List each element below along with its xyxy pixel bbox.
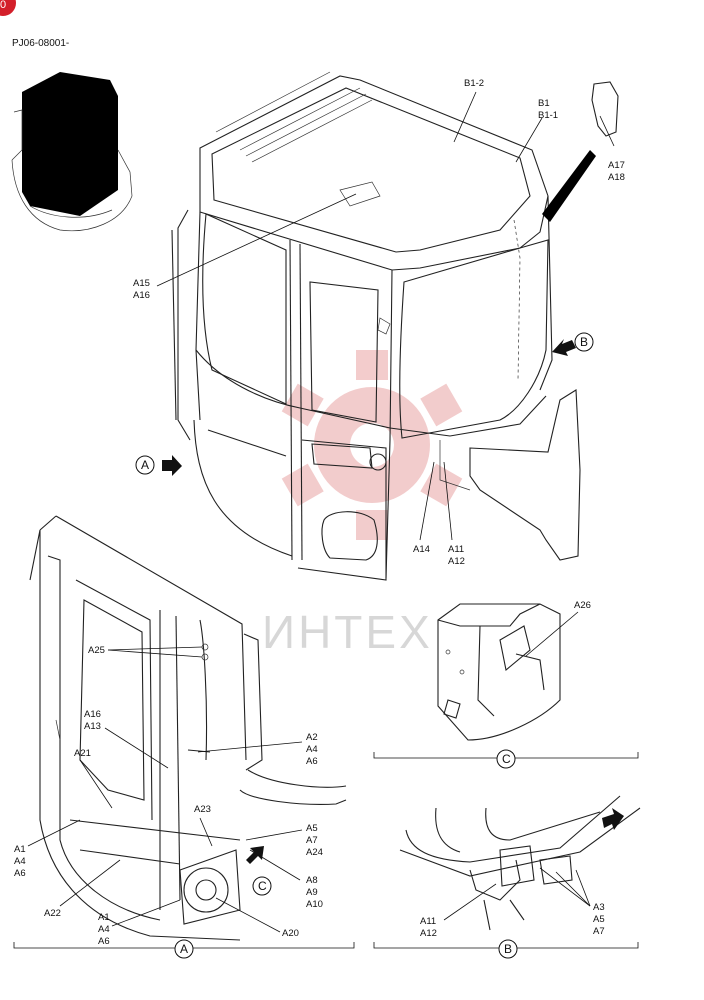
callout-a2: A2	[306, 732, 318, 743]
callout-a10: A10	[306, 899, 323, 910]
callout-a4-left: A4	[14, 856, 26, 867]
callout-a6-bottom: A6	[98, 936, 110, 947]
callout-a7-view-b: A7	[593, 926, 605, 937]
corner-badge-text: 0	[0, 0, 6, 11]
main-cab-drawing	[171, 71, 619, 581]
callout-a21: A21	[74, 748, 91, 759]
callout-a3: A3	[593, 902, 605, 913]
callout-a25: A25	[88, 645, 105, 656]
view-arrow-a-letter: A	[141, 458, 149, 472]
callout-a4-bottom: A4	[98, 924, 110, 935]
callout-a11-top: A11	[448, 544, 464, 555]
callout-a6-left: A6	[14, 868, 26, 879]
callout-a11-view-b: A11	[420, 916, 436, 927]
view-arrow-b: B	[552, 332, 594, 356]
callout-a4-right: A4	[306, 744, 318, 755]
watermark-text: ИНТЕХ	[262, 606, 433, 658]
drawing-code: PJ06-08001-	[12, 38, 69, 49]
view-c-drawing	[437, 603, 561, 741]
callout-a20: A20	[282, 928, 299, 939]
view-b-title: B	[373, 939, 639, 959]
callout-a5-view-b: A5	[593, 914, 605, 925]
corner-badge: 0	[0, 0, 16, 16]
callout-a15: A15	[133, 278, 150, 289]
callout-a8: A8	[306, 875, 318, 886]
callout-a12-top: A12	[448, 556, 465, 567]
view-b-letter: B	[504, 942, 512, 956]
callout-a22: A22	[44, 908, 61, 919]
callout-a9: A9	[306, 887, 318, 898]
callout-a14: A14	[413, 544, 430, 555]
callout-a24: A24	[306, 847, 323, 858]
view-b-drawing	[399, 795, 641, 931]
callout-a6-right: A6	[306, 756, 318, 767]
callout-a13: A13	[84, 721, 101, 732]
view-a-drawing	[29, 515, 347, 941]
callout-a1-left: A1	[14, 844, 26, 855]
callout-b1-1: B1-1	[538, 110, 558, 121]
main-leaders	[156, 91, 615, 541]
callout-a26: A26	[574, 600, 591, 611]
view-arrow-c-letter: C	[258, 879, 267, 893]
callout-a7-view-a: A7	[306, 835, 318, 846]
callout-a12-view-b: A12	[420, 928, 437, 939]
leader-a26	[525, 611, 579, 657]
view-arrow-b-letter: B	[580, 335, 588, 349]
callout-a1-bottom: A1	[98, 912, 110, 923]
callout-a16-top: A16	[133, 290, 150, 301]
view-arrow-c: C	[246, 846, 272, 896]
callout-a17: A17	[608, 160, 625, 171]
view-a-title: A	[13, 939, 355, 959]
callout-b1: B1	[538, 98, 550, 109]
callout-b1-2: B1-2	[464, 78, 484, 89]
cab-thumbnail	[11, 72, 133, 232]
view-c-title: C	[373, 749, 639, 769]
callout-a23: A23	[194, 804, 211, 815]
callout-a18: A18	[608, 172, 625, 183]
watermark-gear-icon	[281, 350, 463, 540]
view-arrow-a: A	[135, 455, 182, 476]
view-c-letter: C	[502, 752, 511, 766]
view-b-leaders	[443, 867, 591, 921]
view-a-letter: A	[180, 942, 188, 956]
callout-a16-view-a: A16	[84, 709, 101, 720]
callout-a5-view-a: A5	[306, 823, 318, 834]
